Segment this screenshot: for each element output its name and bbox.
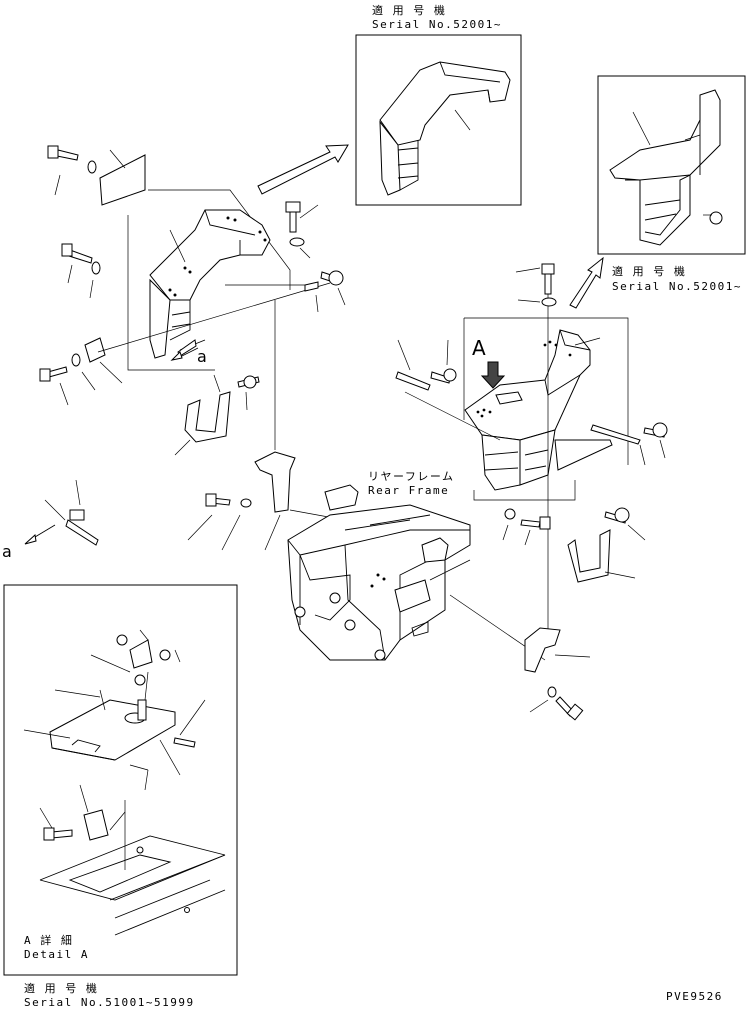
rear-frame-en-label: Rear Frame [368, 484, 450, 497]
center-mounting-bracket [187, 451, 346, 551]
inset-right-step-variant [597, 75, 746, 255]
rear-frame-jp-label: リヤーフレーム [368, 470, 455, 483]
center-top-fasteners [285, 201, 346, 313]
reference-a-arrows [24, 347, 199, 546]
arrow-to-right-inset [569, 256, 604, 309]
right-fasteners [395, 263, 668, 721]
bottom-serial-label: Serial No.51001~51999 [24, 996, 195, 1009]
reference-a-lower-label: a [2, 542, 12, 561]
right-inset-applicable-label: 適 用 号 機 [612, 265, 687, 278]
rear-frame [287, 484, 546, 661]
detail-a-en-label: Detail A [24, 948, 89, 961]
detail-a-jp-label: A 詳 細 [24, 934, 74, 947]
reference-a-upper-label: a [197, 347, 207, 366]
left-fasteners [39, 145, 331, 406]
left-lower-bracket [174, 374, 260, 456]
view-a-label: A [472, 336, 486, 360]
inset-top-step-variant [355, 34, 522, 206]
right-inset-serial-label: Serial No.52001~ [612, 280, 742, 293]
bottom-applicable-label: 適 用 号 機 [24, 982, 99, 995]
detail-a-box [3, 584, 238, 976]
top-inset-applicable-label: 適 用 号 機 [372, 4, 447, 17]
left-step-assembly [127, 189, 305, 450]
top-inset-serial-label: Serial No.52001~ [372, 18, 502, 31]
arrow-to-top-inset [257, 144, 349, 195]
drawing-code-label: PVE9526 [666, 990, 723, 1003]
right-step-assembly [463, 290, 629, 640]
